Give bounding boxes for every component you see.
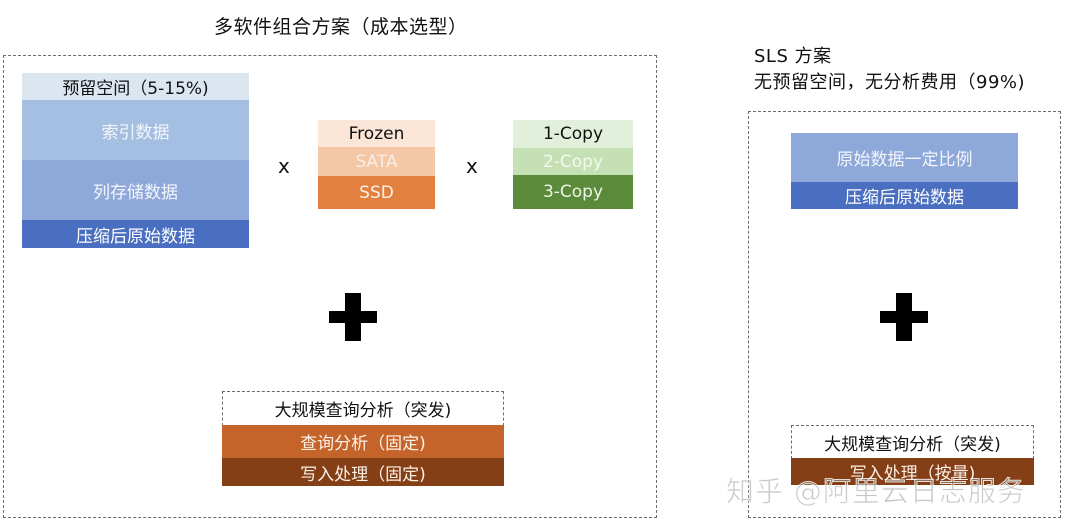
reserved-space-band: 预留空间（5-15%) [22, 73, 249, 100]
right-burst-query-label: 大规模查询分析（突发) [824, 434, 1001, 455]
sata-label: SATA [355, 151, 398, 172]
frozen-tier: Frozen [318, 120, 435, 147]
burst-query-label: 大规模查询分析（突发) [274, 401, 452, 421]
pay-as-you-go-write-label: 写入处理（按量) [849, 464, 976, 484]
multiply-sign-1: x [278, 154, 290, 178]
right-panel-title-line2: 无预留空间，无分析费用（99%) [754, 72, 1026, 93]
copy-3-band: 3-Copy [513, 175, 633, 209]
fixed-query-bar: 查询分析（固定) [222, 425, 504, 458]
left-panel-frame [3, 55, 657, 518]
right-data-stack: 原始数据一定比例 压缩后原始数据 [791, 133, 1018, 209]
copy-2-label: 2-Copy [542, 151, 604, 172]
pay-as-you-go-write-bar: 写入处理（按量) [791, 458, 1034, 485]
column-store-label: 列存储数据 [93, 182, 178, 203]
frozen-label: Frozen [348, 123, 405, 144]
index-data-band: 索引数据 [22, 100, 249, 160]
copy-1-label: 1-Copy [542, 124, 604, 144]
left-data-stack: 预留空间（5-15%) 索引数据 列存储数据 压缩后原始数据 [22, 73, 249, 248]
plus-icon [880, 293, 928, 341]
fixed-write-bar: 写入处理（固定) [222, 458, 504, 486]
copy-2-band: 2-Copy [513, 148, 633, 175]
right-panel-frame [748, 111, 1061, 518]
copy-3-label: 3-Copy [542, 182, 604, 202]
copy-1-band: 1-Copy [513, 120, 633, 148]
watermark: 知乎 @阿里云日志服务 [726, 475, 1026, 509]
storage-tier-stack: Frozen SATA SSD [318, 120, 435, 209]
ssd-label: SSD [359, 182, 394, 203]
raw-ratio-band: 原始数据一定比例 [791, 133, 1018, 182]
compressed-raw-band: 压缩后原始数据 [22, 220, 249, 248]
left-panel-title: 多软件组合方案（成本选型） [214, 16, 468, 38]
fixed-write-label: 写入处理（固定) [300, 464, 426, 485]
right-compressed-raw-label: 压缩后原始数据 [845, 188, 964, 208]
index-data-label: 索引数据 [101, 122, 170, 143]
column-store-band: 列存储数据 [22, 160, 249, 220]
reserved-space-label: 预留空间（5-15%) [62, 79, 209, 99]
sata-tier: SATA [318, 147, 435, 176]
fixed-query-label: 查询分析（固定) [300, 434, 426, 454]
ssd-tier: SSD [318, 176, 435, 209]
raw-ratio-label: 原始数据一定比例 [836, 150, 973, 170]
replica-copy-stack: 1-Copy 2-Copy 3-Copy [513, 120, 633, 209]
compressed-raw-label: 压缩后原始数据 [76, 226, 195, 247]
multiply-sign-2: x [466, 154, 478, 178]
right-panel-title-line1: SLS 方案 [754, 46, 832, 67]
right-compressed-raw-band: 压缩后原始数据 [791, 182, 1018, 209]
plus-icon [329, 293, 377, 341]
